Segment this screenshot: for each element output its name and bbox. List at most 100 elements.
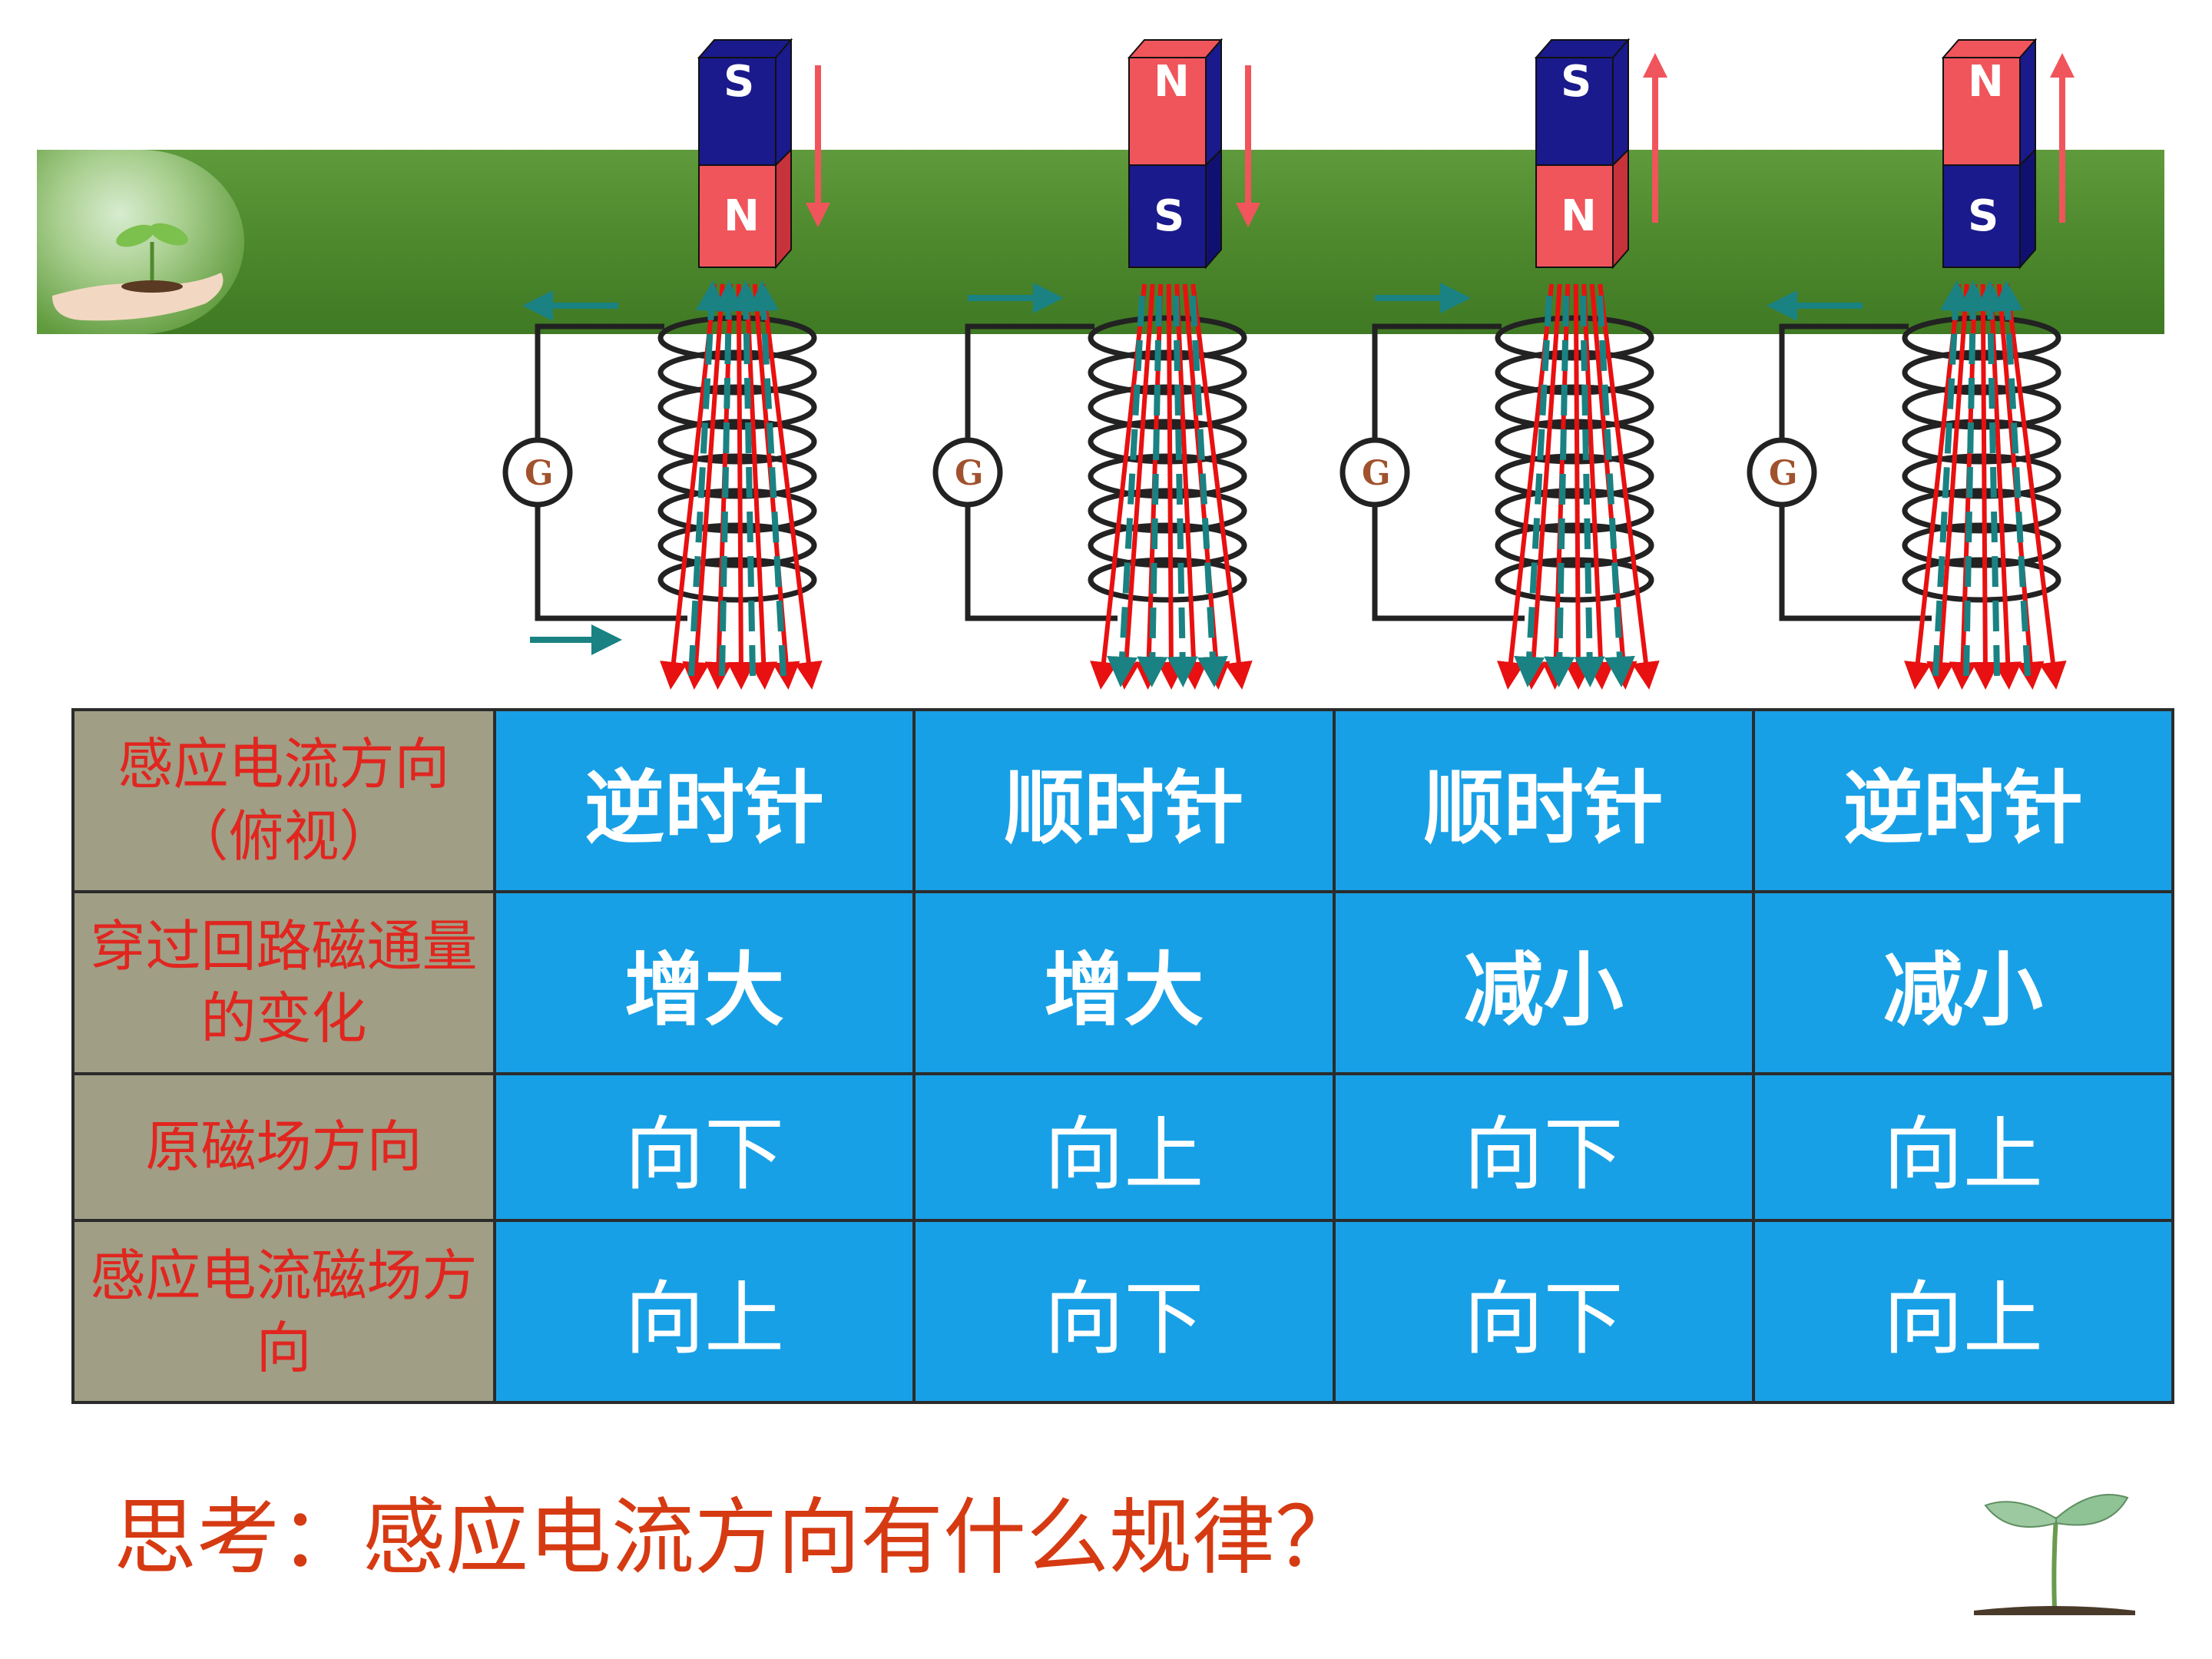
magnet-coil-diagrams: S N G N S G S N G N S G [502, 38, 2075, 690]
field-line [1519, 283, 1562, 690]
diagram-3: S N G [1339, 38, 1667, 690]
induction-table: 感应电流方向（俯视） 逆时针 顺时针 顺时针 逆时针 穿过回路磁通量的变化 增大… [71, 708, 2175, 1404]
table-cell: 向上 [492, 1219, 916, 1404]
table-cell: 向下 [1332, 1219, 1755, 1404]
induced-field-line [730, 280, 762, 677]
field-line [727, 283, 755, 690]
field-line [1971, 283, 1999, 690]
diagram-1: S N G [502, 38, 830, 690]
coil-turn [1495, 453, 1654, 499]
field-line [1564, 283, 1592, 690]
magnet-top-pole [1535, 57, 1614, 166]
table-cell: 向下 [1332, 1071, 1755, 1223]
induced-field-line [1975, 280, 2006, 677]
table-cell: 向上 [1751, 1071, 2175, 1223]
coil-turn [657, 453, 817, 499]
galvanometer-label: G [1362, 454, 1391, 493]
coil-turn [1902, 488, 2061, 534]
coil-turn [1902, 453, 2061, 499]
magnet-bottom-label: S [1154, 191, 1184, 241]
magnet-side-face [1205, 147, 1222, 270]
table-row: 感应电流磁场方向 向上 向下 向下 向上 [71, 1219, 2175, 1404]
magnet-bottom-label: S [1968, 191, 1998, 241]
table-row: 穿过回路磁通量的变化 增大 增大 减小 减小 [71, 889, 2175, 1075]
question-text: 思考：感应电流方向有什么规律？ [114, 1490, 1359, 1586]
table-cell: 顺时针 [1332, 708, 1755, 893]
magnet-top-pole [1942, 57, 2021, 166]
table-cell: 逆时针 [492, 708, 916, 893]
galvanometer-icon [932, 437, 1003, 508]
coil-turn [1495, 522, 1654, 568]
field-line [1112, 283, 1155, 690]
table-cell: 顺时针 [912, 708, 1336, 893]
magnet-bottom-pole [698, 164, 777, 268]
induced-field-line [1597, 295, 1635, 687]
induced-field-line [1574, 295, 1605, 687]
table-cell: 向下 [912, 1219, 1336, 1404]
coil-turn [1088, 522, 1247, 568]
galvanometer-icon [1747, 437, 1817, 508]
magnet-top-label: S [724, 57, 754, 107]
induced-field-line [1137, 295, 1168, 687]
magnet-bottom-label: N [724, 191, 760, 241]
field-line [2005, 283, 2067, 690]
coil-turn [1902, 522, 2061, 568]
magnet-side-face [2019, 38, 2036, 167]
induced-field-line [1514, 295, 1552, 687]
table-cell: 减小 [1332, 889, 1755, 1075]
induced-field-line [1107, 295, 1145, 687]
induced-field-line [688, 280, 727, 677]
magnet-side-face [1612, 147, 1629, 270]
magnet-side-face [2019, 147, 2036, 270]
induced-field-line [1992, 280, 2031, 677]
diagram-4: N S G [1747, 38, 2075, 690]
table-cell: 向下 [492, 1071, 916, 1223]
coil-turn [1088, 453, 1247, 499]
coil-turn [657, 488, 817, 534]
hand-holding-seedling-image [37, 150, 244, 334]
magnet-bottom-pole [1535, 164, 1614, 268]
magnet-side-face [1612, 38, 1629, 167]
magnet-side-face [775, 38, 792, 167]
field-line [1157, 283, 1185, 690]
row-header: 穿过回路磁通量的变化 [71, 889, 496, 1075]
table-cell: 逆时针 [1751, 708, 2175, 893]
field-line [1598, 283, 1660, 690]
table-cell: 增大 [912, 889, 1336, 1075]
sprout-icon [1974, 1494, 2135, 1615]
induced-field-line [1167, 295, 1198, 687]
galvanometer-label: G [955, 454, 984, 493]
row-header: 原磁场方向 [71, 1071, 496, 1223]
coil-turn [1902, 557, 2061, 603]
induced-field-line [713, 280, 744, 677]
magnet-bottom-pole [1128, 164, 1207, 268]
magnet-side-face [775, 147, 792, 270]
galvanometer-label: G [1769, 454, 1798, 493]
coil-turn [1088, 488, 1247, 534]
table-row: 感应电流方向（俯视） 逆时针 顺时针 顺时针 逆时针 [71, 708, 2175, 893]
induced-field-line [1190, 295, 1228, 687]
magnet-top-label: N [1968, 57, 2004, 107]
induced-field-line [748, 280, 786, 677]
magnet-side-face [1205, 38, 1222, 167]
table-cell: 向上 [912, 1071, 1336, 1223]
coil-turn [1495, 557, 1654, 603]
magnet-top-pole [1128, 57, 1207, 166]
coil-turn [657, 557, 817, 603]
magnet-top-label: N [1154, 57, 1190, 107]
induced-field-line [1544, 295, 1575, 687]
row-header: 感应电流方向（俯视） [71, 708, 496, 893]
table-cell: 增大 [492, 889, 916, 1075]
coil-turn [657, 522, 817, 568]
table-cell: 向上 [1751, 1219, 2175, 1404]
coil-turn [1495, 488, 1654, 534]
magnet-top-label: S [1561, 57, 1591, 107]
galvanometer-label: G [525, 454, 554, 493]
table-row: 原磁场方向 向下 向上 向下 向上 [71, 1071, 2175, 1223]
magnet-bottom-label: N [1561, 191, 1597, 241]
row-header: 感应电流磁场方向 [71, 1219, 496, 1404]
table-cell: 减小 [1751, 889, 2175, 1075]
galvanometer-icon [502, 437, 573, 508]
coil-turn [1088, 557, 1247, 603]
magnet-bottom-pole [1942, 164, 2021, 268]
